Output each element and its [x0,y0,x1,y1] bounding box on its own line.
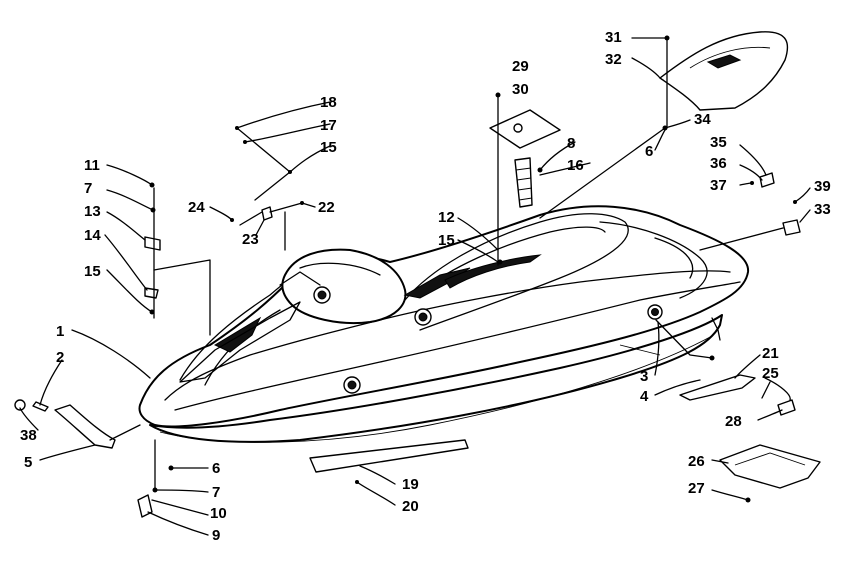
label-6-front: 6 [212,460,220,477]
part-21-bracket [679,374,756,401]
part-33-clip [782,219,801,236]
label-2: 2 [56,349,64,366]
label-18: 18 [320,94,337,111]
part-23-bracket [261,206,273,221]
label-37: 37 [710,177,727,194]
label-38: 38 [20,427,37,444]
label-33: 33 [814,201,831,218]
label-23: 23 [242,231,259,248]
label-24: 24 [188,199,205,216]
label-25: 25 [762,365,779,382]
label-5: 5 [24,454,32,471]
label-26: 26 [688,453,705,470]
label-30: 30 [512,81,529,98]
leader-lines [19,37,811,536]
label-21: 21 [762,345,779,362]
label-28: 28 [725,413,742,430]
label-15-left: 15 [84,263,101,280]
label-13: 13 [84,203,101,220]
part-36-clip [759,172,775,188]
part-9-bracket [137,494,153,518]
label-10: 10 [210,505,227,522]
label-17: 17 [320,117,337,134]
label-19: 19 [402,476,419,493]
label-20: 20 [402,498,419,515]
callout-labels: 1 2 3 4 5 6 7 8 9 10 11 12 13 14 15 16 1… [20,29,831,544]
label-34: 34 [694,111,711,128]
label-31: 31 [605,29,622,46]
part-30-plate [489,109,561,149]
part-19-rail [309,439,469,473]
label-14: 14 [84,227,101,244]
label-4: 4 [640,388,649,405]
label-12: 12 [438,209,455,226]
part-13-bracket [144,236,161,251]
part-28-connector [777,399,796,416]
label-36: 36 [710,155,727,172]
label-32: 32 [605,51,622,68]
label-22: 22 [318,199,335,216]
part-2-bolt [32,401,49,412]
part-32-seat [659,31,789,111]
label-7-front: 7 [212,484,220,501]
label-15-top: 15 [320,139,337,156]
label-16: 16 [567,157,584,174]
label-39: 39 [814,178,831,195]
part-38-nut [14,399,26,411]
label-9: 9 [212,527,220,544]
part-26-plate [719,444,821,489]
part-5-bumper [54,404,116,449]
label-6-rear: 6 [645,143,653,160]
label-3: 3 [640,368,648,385]
label-11: 11 [84,157,100,174]
hull [138,205,750,443]
label-7-left: 7 [84,180,92,197]
part-16-boot [514,157,533,208]
label-29: 29 [512,58,529,75]
label-1: 1 [56,323,64,340]
label-35: 35 [710,134,727,151]
label-8: 8 [567,135,575,152]
label-15-center: 15 [438,232,455,249]
label-27: 27 [688,480,705,497]
